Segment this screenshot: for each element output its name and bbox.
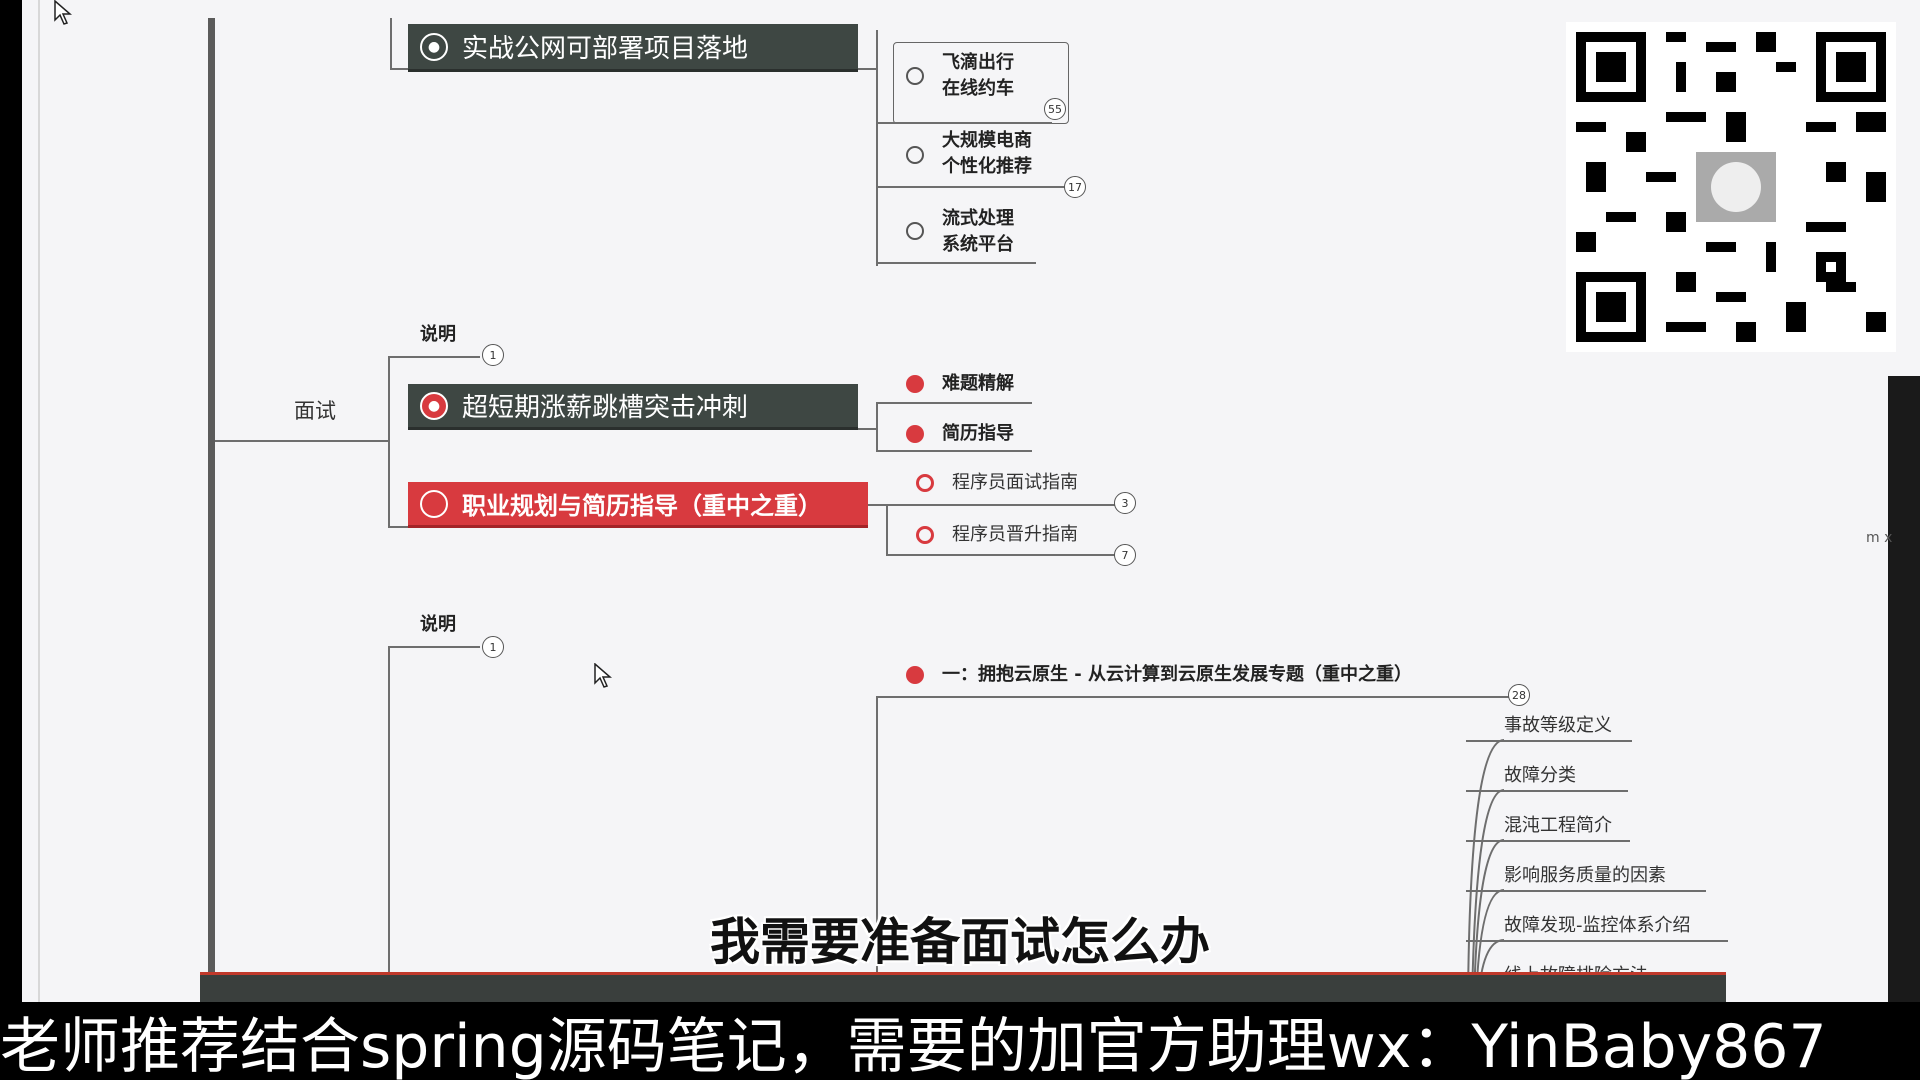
user-circle-icon: ● xyxy=(420,32,448,61)
promo-banner: 老师推荐结合spring源码笔记，需要的加官方助理wx：YinBaby867 xyxy=(0,1002,1920,1080)
career-child-2-count[interactable]: 7 xyxy=(1114,544,1136,566)
left-panel-edge xyxy=(38,0,40,1002)
project-2-line2: 个性化推荐 xyxy=(942,156,1032,177)
note-count[interactable]: 1 xyxy=(482,344,504,366)
note2-label[interactable]: 说明 xyxy=(420,614,456,635)
resume-icon xyxy=(906,425,924,443)
cursor-arrow-icon xyxy=(54,0,72,25)
interview-label[interactable]: 面试 xyxy=(294,399,336,423)
career-child-1-count[interactable]: 3 xyxy=(1114,492,1136,514)
career-child-2[interactable]: 程序员晋升指南 xyxy=(952,524,1078,545)
project-3-line2: 系统平台 xyxy=(942,234,1014,255)
sprint-child-1[interactable]: 难题精解 xyxy=(942,373,1014,394)
cursor-arrow-icon xyxy=(594,663,612,688)
shield-icon xyxy=(916,474,934,492)
project-topic[interactable]: ● 实战公网可部署项目落地 xyxy=(408,24,858,72)
cloud-child-2[interactable]: 故障分类 xyxy=(1504,765,1576,786)
user-icon xyxy=(906,666,924,684)
user-circle-icon: ● xyxy=(420,391,448,420)
career-topic[interactable]: 职业规划与简历指导（重中之重） xyxy=(408,482,868,528)
shield-icon xyxy=(916,526,934,544)
sprint-child-2[interactable]: 简历指导 xyxy=(942,423,1014,444)
target-icon xyxy=(420,489,448,518)
bottom-toolbar-band xyxy=(200,972,1726,1005)
cloud-child-1[interactable]: 事故等级定义 xyxy=(1504,715,1612,736)
cloud-count[interactable]: 28 xyxy=(1508,684,1530,706)
money-icon xyxy=(906,375,924,393)
note-label[interactable]: 说明 xyxy=(420,324,456,345)
side-fragment: m x xyxy=(1866,530,1893,546)
main-trunk-line xyxy=(208,18,215,1002)
project-icon xyxy=(906,146,924,164)
project-1-line2: 在线约车 xyxy=(942,78,1014,99)
career-topic-label: 职业规划与简历指导（重中之重） xyxy=(462,492,822,520)
project-topic-label: 实战公网可部署项目落地 xyxy=(462,34,749,64)
sprint-topic[interactable]: ● 超短期涨薪跳槽突击冲刺 xyxy=(408,384,858,430)
left-window-border xyxy=(0,0,22,1002)
cloud-child-3[interactable]: 混沌工程简介 xyxy=(1504,815,1612,836)
note2-count[interactable]: 1 xyxy=(482,636,504,658)
project-icon xyxy=(906,222,924,240)
cloud-child-4[interactable]: 影响服务质量的因素 xyxy=(1504,865,1666,886)
project-1-count[interactable]: 55 xyxy=(1044,98,1066,120)
project-2-count[interactable]: 17 xyxy=(1064,176,1086,198)
right-panel xyxy=(1888,376,1920,1002)
qr-code-icon xyxy=(1566,22,1896,352)
video-subtitle: 我需要准备面试怎么办 xyxy=(710,913,1210,971)
project-2-line1: 大规模电商 xyxy=(942,130,1032,151)
cloud-topic-label[interactable]: 一：拥抱云原生 - 从云计算到云原生发展专题（重中之重） xyxy=(942,664,1413,685)
career-child-1[interactable]: 程序员面试指南 xyxy=(952,472,1078,493)
cloud-child-5[interactable]: 故障发现-监控体系介绍 xyxy=(1504,915,1691,936)
project-icon xyxy=(906,67,924,85)
sprint-topic-label: 超短期涨薪跳槽突击冲刺 xyxy=(462,393,749,423)
project-3-line1: 流式处理 xyxy=(942,208,1014,229)
project-1-line1: 飞滴出行 xyxy=(942,52,1014,73)
